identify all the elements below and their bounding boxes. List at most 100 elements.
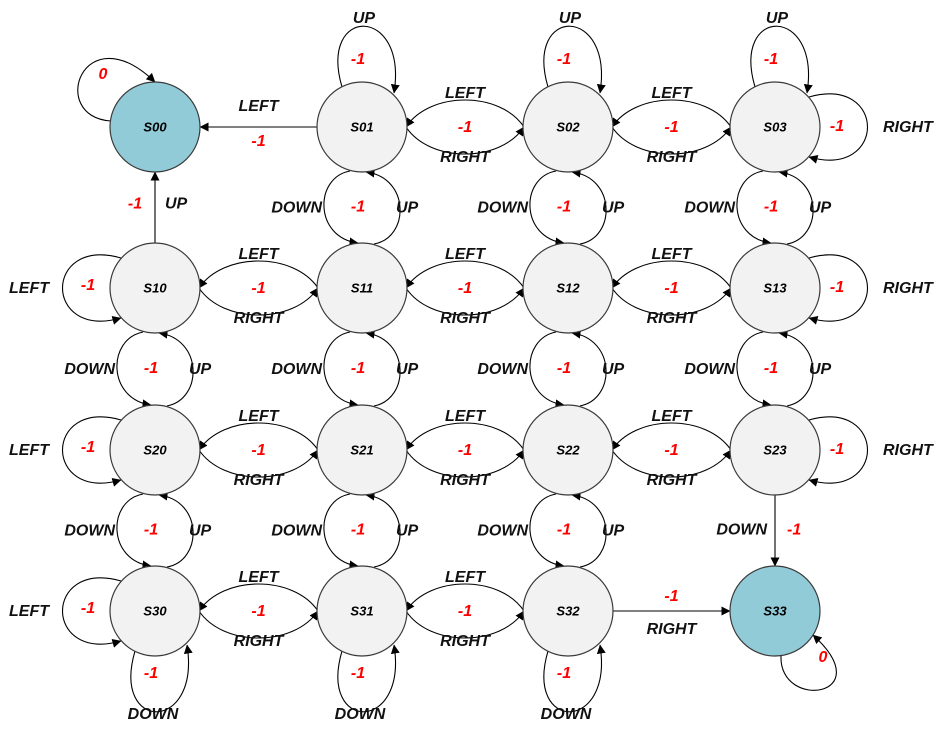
action-label-left-s22-s23: LEFT [652, 408, 693, 425]
state-node-s13 [729, 242, 821, 334]
action-label-up-s10-s20: UP [189, 361, 212, 378]
state-node-s12 [522, 242, 614, 334]
state-label-s20: S20 [143, 442, 167, 457]
reward-label-s11-s21: -1 [351, 360, 365, 377]
action-label-self-s32-down: DOWN [541, 706, 592, 723]
action-label-left-s21-s22: LEFT [445, 408, 486, 425]
state-label-s21: S21 [350, 442, 373, 457]
action-label-up-s03-s13: UP [809, 200, 832, 217]
action-label-self-s13-right: RIGHT [883, 280, 934, 297]
self-loop-s32-down [543, 644, 606, 713]
action-label-right-s31-s32: RIGHT [440, 633, 491, 650]
action-label-left-s20-s21: LEFT [239, 408, 280, 425]
edge-right-s31-s32 [405, 610, 525, 639]
action-label-self-s30-down: DOWN [128, 706, 179, 723]
state-label-s00: S00 [143, 119, 167, 134]
action-label-left-s11-s12: LEFT [445, 246, 486, 263]
edge-right-s11-s12 [405, 287, 525, 316]
state-node-s10 [109, 242, 201, 334]
edge-left-s01-s02 [405, 99, 525, 128]
state-label-s30: S30 [143, 603, 167, 618]
edge-down-s11-s21 [323, 331, 359, 409]
state-label-s13: S13 [763, 280, 787, 295]
self-loop-s20-left [62, 416, 122, 487]
reward-label-self-s30-left: -1 [81, 600, 95, 617]
self-loop-s30-left [62, 577, 122, 648]
self-loop-s33-down [780, 634, 837, 691]
edge-up-s12-s22 [571, 329, 607, 407]
action-label-up-s02-s12: UP [602, 200, 625, 217]
action-label-self-s31-down: DOWN [335, 706, 386, 723]
edge-up-s20-s30 [158, 491, 194, 568]
reward-label-self-s10-left: -1 [81, 277, 95, 294]
edge-up-s02-s12 [571, 168, 607, 245]
state-node-s01 [316, 81, 408, 173]
action-label-right-s12-s13: RIGHT [647, 310, 698, 327]
edge-down-s03-s13 [736, 170, 772, 247]
reward-label-s22-s23: -1 [664, 442, 678, 459]
edge-left-s21-s22 [405, 422, 525, 451]
reward-label-s31-s32: -1 [458, 603, 472, 620]
action-label-right-s10-s11: RIGHT [234, 310, 285, 327]
reward-label-s21-s22: -1 [458, 442, 472, 459]
reward-label-s20-s30: -1 [144, 522, 158, 539]
action-label-s01-s00: LEFT [239, 98, 280, 115]
reward-label-self-s01-up: -1 [351, 51, 365, 68]
self-loop-s30-down [130, 644, 193, 713]
self-loop-s23-right [808, 416, 868, 487]
action-label-right-s02-s03: RIGHT [647, 149, 698, 166]
action-label-right-s11-s12: RIGHT [440, 310, 491, 327]
state-node-s23 [729, 404, 821, 496]
self-loop-s00-up [77, 57, 156, 122]
state-node-s20 [109, 404, 201, 496]
labels-layer: LEFT-1RIGHTLEFT-1RIGHTLEFT-1RIGHTLEFT-1R… [9, 10, 934, 723]
edge-down-s02-s12 [529, 170, 565, 247]
state-node-s03 [729, 81, 821, 173]
state-label-s10: S10 [143, 280, 167, 295]
reward-label-s02-s12: -1 [557, 199, 571, 216]
action-label-self-s30-left: LEFT [9, 603, 50, 620]
action-label-s32-s33: RIGHT [647, 621, 698, 638]
edge-right-s20-s21 [198, 449, 319, 478]
action-label-down-s20-s30: DOWN [64, 523, 115, 540]
edge-left-s10-s11 [198, 260, 319, 289]
reward-label-s01-s11: -1 [351, 199, 365, 216]
edge-left-s30-s31 [198, 583, 319, 612]
edge-up-s22-s32 [571, 491, 607, 568]
edge-down-s12-s22 [529, 331, 565, 409]
state-node-s31 [316, 565, 408, 657]
edge-right-s02-s03 [611, 126, 732, 155]
action-label-right-s01-s02: RIGHT [440, 149, 491, 166]
state-node-s32 [522, 565, 614, 657]
action-label-up-s21-s31: UP [396, 523, 419, 540]
action-label-self-s02-up: UP [559, 10, 582, 27]
reward-label-self-s02-up: -1 [557, 51, 571, 68]
action-label-left-s01-s02: LEFT [445, 85, 486, 102]
edge-down-s20-s30 [116, 493, 152, 570]
self-loop-s03-up [750, 25, 813, 94]
reward-label-s20-s21: -1 [251, 442, 265, 459]
action-label-left-s12-s13: LEFT [652, 246, 693, 263]
action-label-up-s20-s30: UP [189, 523, 212, 540]
action-label-right-s22-s23: RIGHT [647, 472, 698, 489]
self-loop-s01-up [337, 25, 400, 94]
state-node-s21 [316, 404, 408, 496]
state-node-s33 [729, 565, 821, 657]
reward-label-s12-s13: -1 [664, 280, 678, 297]
state-label-s22: S22 [556, 442, 580, 457]
action-label-self-s01-up: UP [353, 10, 376, 27]
action-label-right-s20-s21: RIGHT [234, 472, 285, 489]
state-node-s22 [522, 404, 614, 496]
action-label-down-s01-s11: DOWN [271, 200, 322, 217]
edge-up-s11-s21 [365, 329, 401, 407]
state-label-s03: S03 [763, 119, 787, 134]
state-label-s02: S02 [556, 119, 580, 134]
action-label-down-s10-s20: DOWN [64, 361, 115, 378]
action-label-up-s13-s23: UP [809, 361, 832, 378]
reward-label-s10-s20: -1 [144, 360, 158, 377]
action-label-left-s31-s32: LEFT [445, 569, 486, 586]
action-label-right-s30-s31: RIGHT [234, 633, 285, 650]
action-label-down-s12-s22: DOWN [477, 361, 528, 378]
reward-label-s02-s03: -1 [664, 119, 678, 136]
